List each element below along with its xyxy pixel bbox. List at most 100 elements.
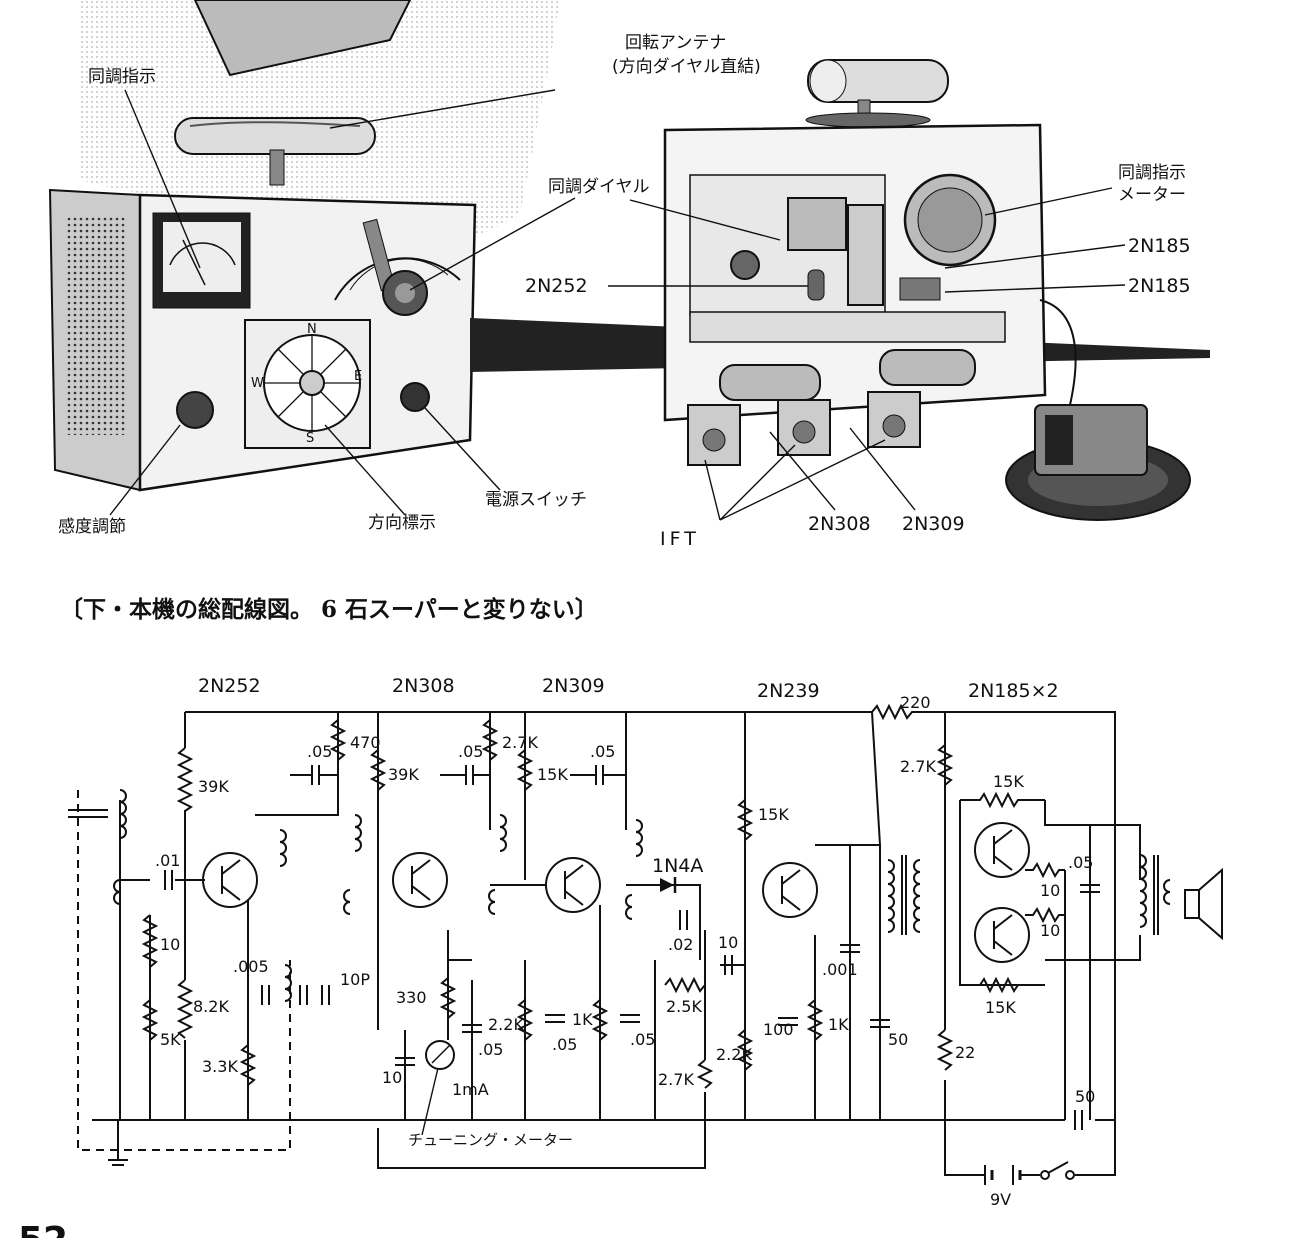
schematic-labels: 2N252 2N308 2N309 2N239 2N185×2 39K 39K … [155, 675, 1095, 1209]
resistor-2-7k-low [696, 1059, 714, 1089]
label-r-15k-a: 15K [537, 765, 568, 784]
label-rotating-antenna: 回転アンテナ [625, 33, 726, 53]
sensitivity-knob [176, 391, 214, 429]
output-transformer-primary [1139, 854, 1147, 928]
label-tuning-indicator: 同調指示 [88, 67, 156, 87]
radio-lid [193, 0, 412, 77]
antenna-link-coil [113, 879, 121, 905]
resistor-22 [936, 1029, 954, 1071]
label-r-22: 22 [955, 1043, 975, 1062]
tuning-indicator-meter [152, 212, 251, 309]
pot-5k [141, 999, 159, 1041]
label-r-22k-a: 2.2K [488, 1015, 524, 1034]
capacitors [68, 765, 1100, 1130]
label-c-02: .02 [668, 935, 693, 954]
compass-w: W [251, 376, 264, 391]
illustration-right-chassis: 回転アンテナ (方向ダイヤル直結) 同調ダイヤル 同調指示 メーター 2N185… [525, 33, 1191, 550]
label-r-33k: 3.3K [202, 1057, 238, 1076]
resistor-1k-b [806, 999, 824, 1041]
label-tuning-meter-1: 同調指示 [1118, 163, 1186, 183]
resistor-10-b [1025, 906, 1065, 924]
power-switch-symbol [1040, 1161, 1075, 1180]
compass-e: E [354, 369, 362, 384]
transistor-2n308 [392, 852, 448, 908]
label-c-05-out: .05 [1068, 853, 1093, 872]
label-r-27k-top: 2.7K [502, 733, 538, 752]
resistor-2-2k-a [516, 999, 534, 1041]
cap-001 [840, 944, 860, 953]
tuning-dial [334, 218, 461, 316]
resistor-3-3k [239, 1044, 257, 1086]
resistor-15k-b [736, 799, 754, 841]
label-r-220: 220 [900, 693, 931, 712]
resistor-10-a [1025, 861, 1065, 879]
label-r-330: 330 [396, 988, 427, 1007]
transistor-2n185-body [899, 277, 941, 301]
tuning-gang-caps [68, 809, 108, 818]
transistor-internals [221, 829, 1013, 956]
label-2n309: 2N309 [902, 513, 965, 535]
resistor-15k-a [516, 749, 534, 791]
transistor-2n185-top [974, 822, 1030, 878]
resistors [141, 703, 1065, 1089]
cap-05-e [545, 1014, 565, 1023]
resistor-2-7k-top [481, 719, 499, 761]
label-r-39k-a: 39K [198, 777, 229, 796]
label-r-1k-b: 1K [828, 1015, 849, 1034]
label-c-05-a: .05 [307, 742, 332, 761]
label-battery: 9V [990, 1190, 1011, 1209]
label-r-22k-b: 2.2K [716, 1045, 752, 1064]
transistor-2n252-body [807, 269, 825, 301]
battery-9v [984, 1165, 1022, 1185]
variable-capacitor [847, 204, 884, 306]
label-r-10-vol: 10 [160, 935, 180, 954]
schematic-branches [119, 711, 1141, 1120]
cap-05-b [440, 765, 490, 785]
schematic-rails [92, 711, 1116, 1176]
dial-shaft [730, 250, 760, 280]
label-c-10-b: 10 [718, 933, 738, 952]
label-t4: 2N239 [757, 680, 820, 702]
cap-005 [261, 985, 270, 1005]
label-r-39k-b: 39K [388, 765, 419, 784]
speaker-symbol [1184, 867, 1223, 941]
right-leader-lines [608, 187, 1126, 521]
ground-symbol [108, 1120, 128, 1166]
label-2n308: 2N308 [808, 513, 871, 535]
cap-05-d [462, 1024, 482, 1033]
cap-05-a [290, 765, 338, 785]
label-c-05-c: .05 [590, 742, 615, 761]
label-r-10-a: 10 [1040, 881, 1060, 900]
label-sensitivity: 感度調節 [58, 517, 126, 537]
resistor-330 [439, 977, 457, 1019]
illustration-left-radio: N S E W 同調指示 感度調節 方向標示 電源スイッチ [48, 0, 587, 537]
diode-1n4a [660, 877, 677, 893]
antenna-coil [119, 789, 127, 839]
label-t3: 2N309 [542, 675, 605, 697]
pot-2-5k [664, 976, 706, 994]
label-c-10: 10 [382, 1068, 402, 1087]
resistor-10 [141, 914, 159, 968]
label-r-10-b: 10 [1040, 921, 1060, 940]
label-t5: 2N185×2 [968, 680, 1059, 702]
resistor-470 [329, 719, 347, 761]
label-c-50-a: 50 [888, 1030, 908, 1049]
label-c-005: .005 [233, 957, 269, 976]
label-c-05-e: .05 [552, 1035, 577, 1054]
coil-cylinders [719, 349, 976, 401]
resistor-220 [871, 703, 942, 721]
ift-cans [687, 391, 921, 466]
label-c-05-b: .05 [458, 742, 483, 761]
label-c-05-f: .05 [630, 1030, 655, 1049]
ift2-secondary [488, 889, 496, 915]
label-t2: 2N308 [392, 675, 455, 697]
cap-01 [164, 870, 173, 890]
ift3-secondary [625, 894, 633, 920]
label-r-27k-out: 2.7K [900, 757, 936, 776]
label-2n185-a: 2N185 [1128, 235, 1191, 257]
label-r-27k-low: 2.7K [658, 1070, 694, 1089]
label-direction-marker: 方向標示 [368, 513, 436, 533]
page-number: 52 [18, 1220, 68, 1238]
